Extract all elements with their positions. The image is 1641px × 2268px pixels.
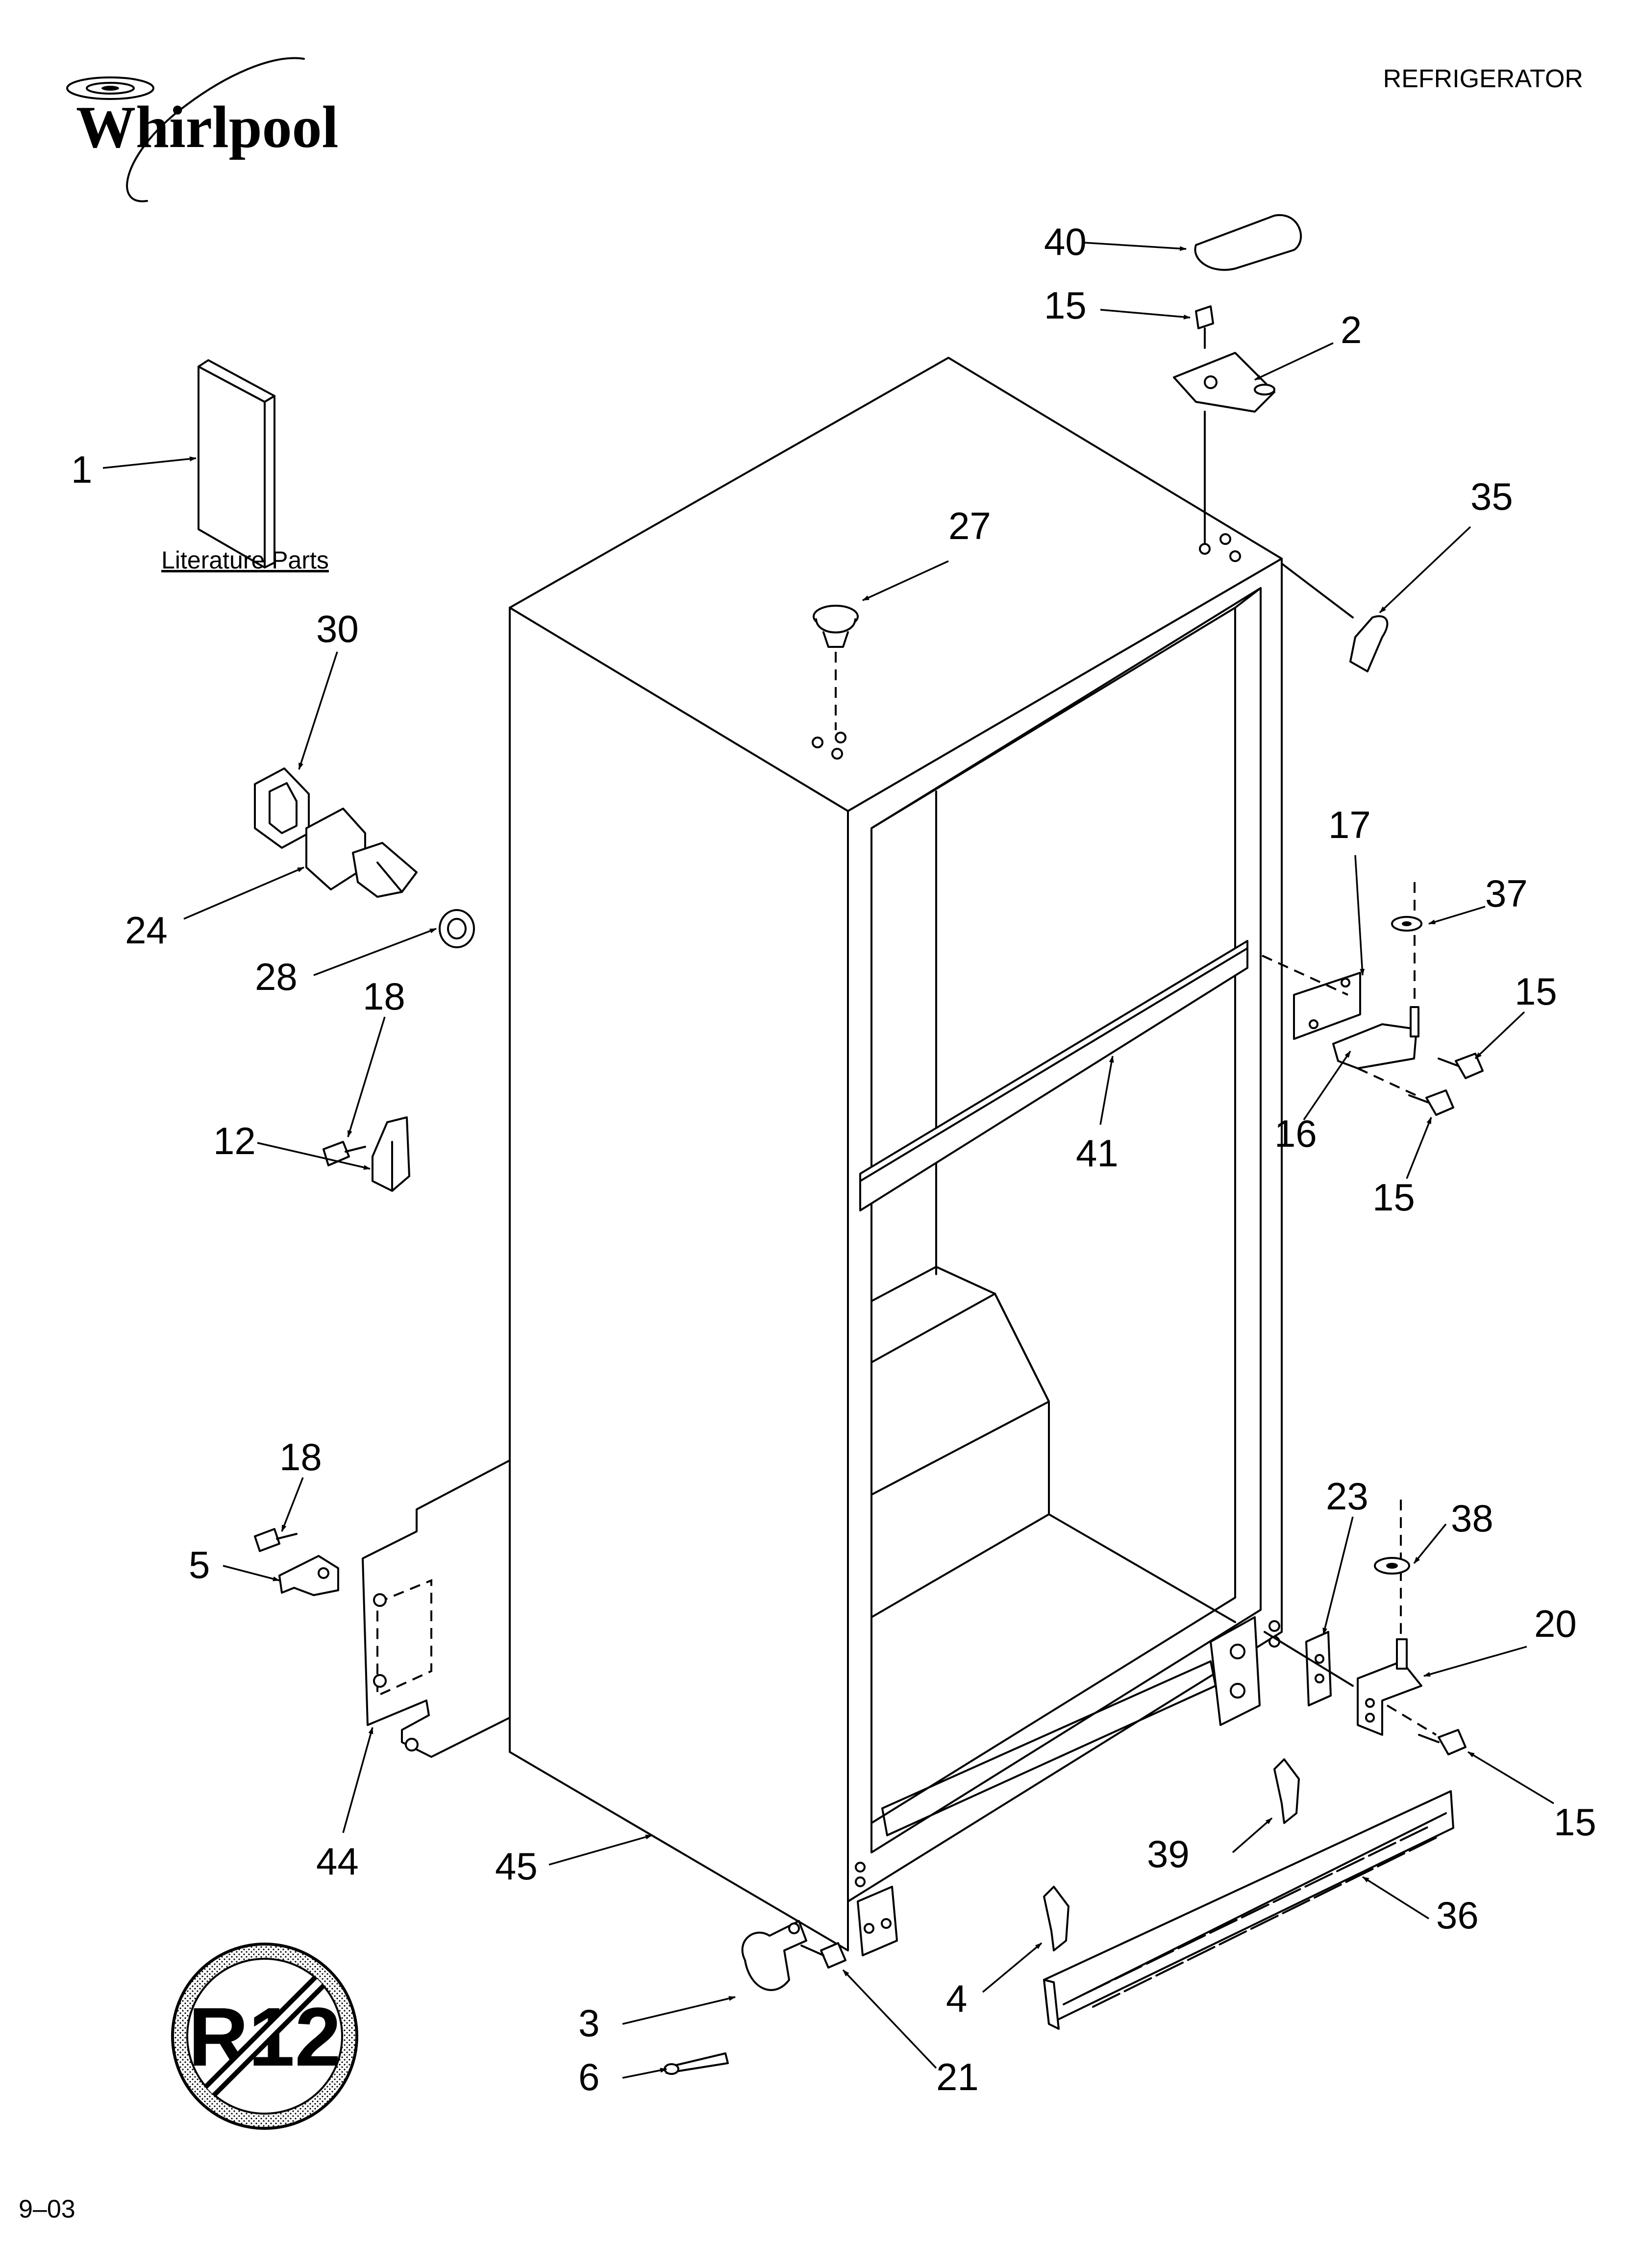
- callout-15: 15: [1044, 284, 1087, 327]
- refrigerator-cabinet: [509, 357, 1283, 1956]
- swirl-icon: [66, 76, 154, 100]
- callout-15: 15: [1372, 1176, 1415, 1219]
- callout-35: 35: [1470, 475, 1513, 518]
- callout-6: 6: [578, 2055, 599, 2098]
- callout-24: 24: [125, 909, 168, 952]
- callout-16: 16: [1274, 1112, 1317, 1155]
- bottom-hinge-assembly: [1264, 1500, 1467, 1755]
- shelf-stud-assembly: [254, 767, 475, 948]
- callout-40: 40: [1044, 220, 1087, 263]
- callout-41: 41: [1076, 1132, 1119, 1175]
- callout-37: 37: [1485, 872, 1528, 915]
- callout-3: 3: [578, 2001, 599, 2045]
- callout-45: 45: [495, 1845, 538, 1888]
- callout-4: 4: [946, 1977, 967, 2020]
- leader-lines: [102, 242, 1554, 2079]
- hinge-cap: [1281, 563, 1389, 672]
- hinge-cover: [1194, 214, 1302, 271]
- date-code: 9–03: [19, 2195, 75, 2223]
- callout-44: 44: [316, 1840, 359, 1883]
- callout-21: 21: [936, 2055, 979, 2098]
- callout-labels: 1 40 15 2 27 35 30 24 28 18 12 17 37 15 …: [71, 220, 1596, 2098]
- literature-parts-label: Literature Parts: [161, 546, 329, 574]
- door-clip: [323, 1116, 410, 1192]
- divider-rail: [859, 940, 1248, 1211]
- side-panel: [362, 1459, 511, 1758]
- callout-30: 30: [316, 607, 359, 650]
- callout-15: 15: [1515, 970, 1557, 1013]
- plug-button: [813, 605, 859, 730]
- leveling-cam: [664, 1920, 846, 2075]
- callout-1: 1: [71, 448, 92, 491]
- callout-36: 36: [1436, 1894, 1479, 1937]
- base-grille: [1043, 1790, 1454, 2030]
- callout-27: 27: [948, 504, 991, 547]
- callout-17: 17: [1328, 803, 1371, 846]
- no-r12-refrigerant-badge: R12: [171, 1943, 358, 2130]
- callout-18: 18: [363, 975, 405, 1018]
- lower-clip: [254, 1528, 339, 1596]
- callout-12: 12: [213, 1119, 256, 1162]
- brand-wordmark: Whirlpool: [76, 94, 339, 160]
- top-hinge-assembly: [1173, 305, 1275, 545]
- callout-28: 28: [255, 955, 298, 998]
- callout-15: 15: [1554, 1800, 1596, 1844]
- callout-2: 2: [1341, 308, 1362, 351]
- center-hinge-assembly: [1262, 882, 1484, 1116]
- literature-parts-booklet: [198, 359, 275, 568]
- callout-39: 39: [1147, 1832, 1190, 1875]
- callout-20: 20: [1534, 1602, 1577, 1645]
- callout-18: 18: [279, 1435, 322, 1479]
- callout-38: 38: [1451, 1497, 1493, 1540]
- grille-clips: [1043, 1758, 1300, 1951]
- callout-23: 23: [1326, 1475, 1368, 1518]
- whirlpool-logo: Whirlpool: [66, 57, 339, 202]
- callout-5: 5: [189, 1543, 210, 1586]
- product-type-label: REFRIGERATOR: [1383, 65, 1583, 93]
